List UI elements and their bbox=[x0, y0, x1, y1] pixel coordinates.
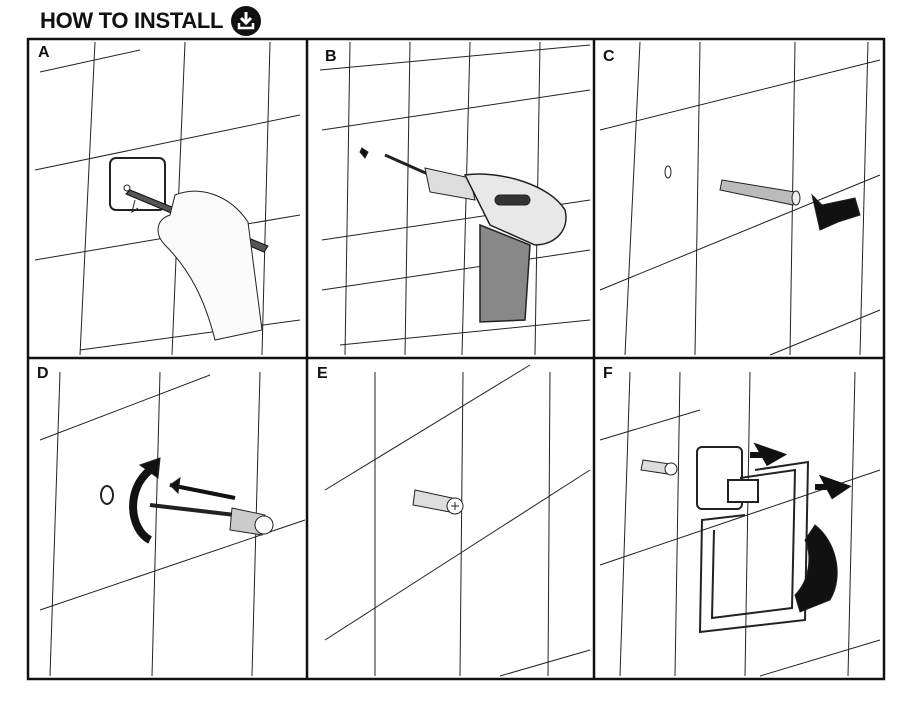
step-label-d: D bbox=[37, 365, 49, 382]
step-b-illustration bbox=[319, 41, 591, 356]
step-label-b: B bbox=[325, 48, 337, 65]
step-a-illustration bbox=[34, 41, 301, 356]
panel-frame bbox=[26, 37, 886, 681]
step-label-e: E bbox=[317, 365, 328, 382]
step-label-f: F bbox=[603, 365, 613, 382]
title-text: HOW TO INSTALL bbox=[40, 8, 224, 33]
step-c-illustration bbox=[599, 41, 881, 356]
download-icon bbox=[231, 6, 262, 36]
step-d-illustration bbox=[39, 371, 306, 677]
step-label-c: C bbox=[603, 48, 615, 65]
step-f-illustration bbox=[599, 371, 881, 677]
page-title: HOW TO INSTALL bbox=[40, 6, 262, 36]
step-e-illustration bbox=[324, 364, 591, 677]
step-label-a: A bbox=[38, 44, 50, 61]
